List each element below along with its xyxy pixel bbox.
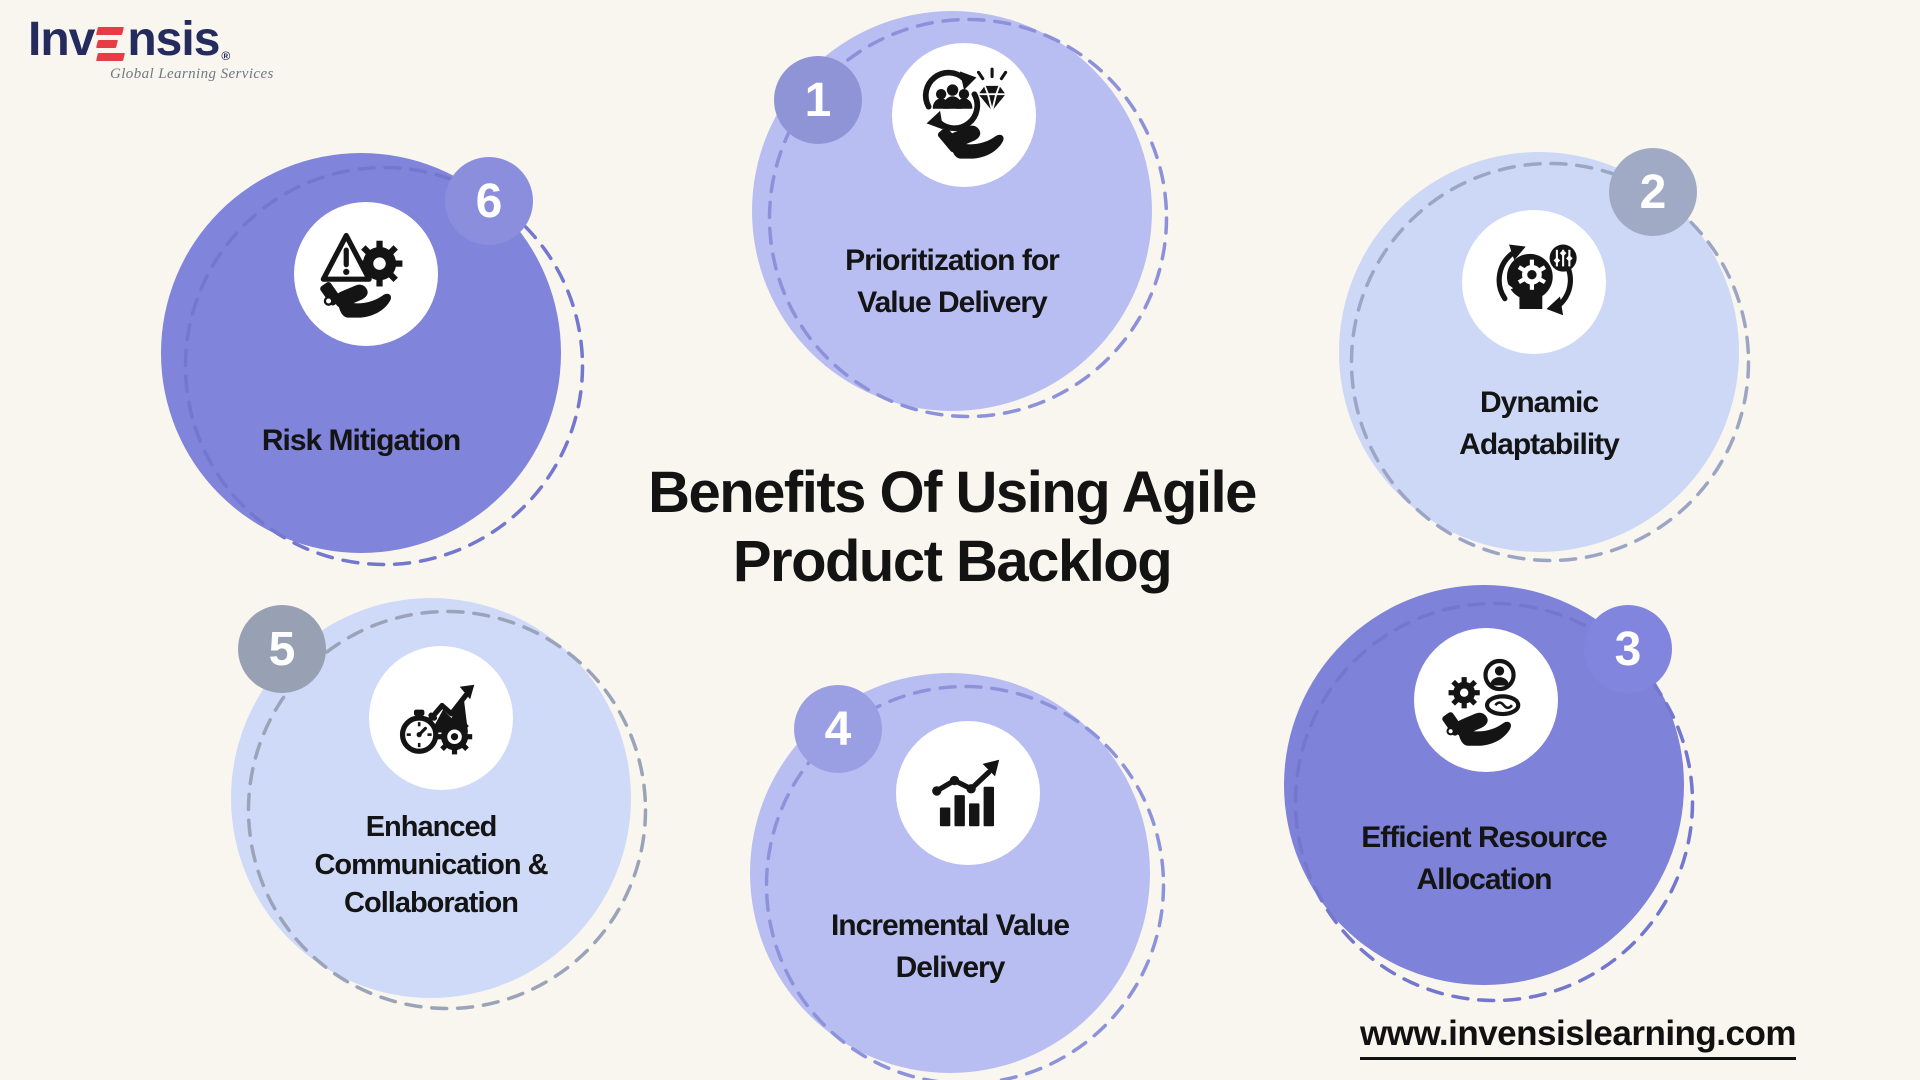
benefit-1-prioritization: 1 Prioritization	[752, 11, 1169, 419]
badge-number: 6	[475, 174, 503, 228]
number-badge: 1	[774, 56, 862, 144]
icon-circle	[896, 721, 1040, 865]
invensis-logo: Inv nsis ® Global Learning Services	[28, 16, 274, 83]
label-line: Collaboration	[344, 887, 519, 919]
number-badge: 2	[1609, 148, 1697, 236]
logo-text-prefix: Inv	[28, 13, 95, 66]
icon-circle	[1414, 628, 1558, 772]
logo-wordmark: Inv nsis ®	[28, 16, 230, 64]
page-title: Benefits Of Using Agile Product Backlog	[648, 458, 1257, 596]
badge-number: 1	[804, 73, 832, 127]
benefit-label: Enhanced Communication & Collaboration	[237, 808, 625, 922]
label-line: Value Delivery	[857, 286, 1047, 319]
stopwatch-gear-growth-icon	[399, 684, 475, 755]
icon-circle	[892, 43, 1036, 187]
label-line: Risk Mitigation	[261, 424, 461, 457]
badge-number: 5	[268, 622, 296, 676]
page-title-line2: Product Backlog	[732, 529, 1173, 594]
logo-accent-e-icon	[96, 27, 126, 61]
benefit-label: Efficient Resource Allocation	[1290, 817, 1678, 901]
people-cycle-diamond-hand-icon	[922, 67, 1008, 159]
label-line: Delivery	[895, 951, 1006, 984]
number-badge: 3	[1584, 605, 1672, 693]
warning-gear-hand-icon	[320, 232, 403, 318]
benefit-5-communication: 5	[231, 598, 648, 1011]
badge-number: 2	[1639, 165, 1667, 219]
benefit-2-adaptability: 2	[1339, 148, 1751, 563]
label-line: Incremental Value	[830, 909, 1070, 942]
number-badge: 6	[445, 157, 533, 245]
label-line: Allocation	[1416, 863, 1552, 896]
badge-number: 4	[824, 702, 852, 756]
benefit-label: Incremental Value Delivery	[756, 905, 1144, 989]
label-line: Efficient Resource	[1361, 821, 1607, 854]
label-line: Prioritization for	[845, 244, 1060, 277]
logo-text-suffix: nsis	[127, 13, 220, 66]
benefit-6-risk-mitigation: 6	[161, 153, 585, 567]
benefit-label: Prioritization for Value Delivery	[758, 240, 1146, 324]
icon-circle	[369, 646, 513, 790]
number-badge: 5	[238, 605, 326, 693]
benefit-label: Dynamic Adaptability	[1345, 382, 1733, 466]
benefit-4-incremental-value: 4 Incremental Value Delivery	[750, 673, 1166, 1080]
label-line: Communication &	[314, 849, 548, 881]
benefit-label: Risk Mitigation	[167, 420, 555, 462]
label-line: Enhanced	[365, 811, 498, 843]
registered-mark: ®	[221, 49, 231, 63]
growth-bar-chart-arrow-icon	[932, 759, 1000, 827]
benefit-3-resource-allocation: 3	[1284, 585, 1695, 1003]
label-line: Adaptability	[1459, 428, 1620, 461]
head-gear-cycle-sliders-icon	[1496, 244, 1577, 316]
logo-tagline: Global Learning Services	[110, 66, 274, 82]
page-title-line1: Benefits Of Using Agile	[648, 460, 1257, 525]
website-link[interactable]: www.invensislearning.com	[1360, 1014, 1797, 1060]
person-gear-coin-hand-icon	[1442, 658, 1521, 746]
label-line: Dynamic	[1479, 386, 1599, 419]
icon-circle	[294, 202, 438, 346]
number-badge: 4	[794, 685, 882, 773]
icon-circle	[1462, 210, 1606, 354]
badge-number: 3	[1614, 622, 1642, 676]
